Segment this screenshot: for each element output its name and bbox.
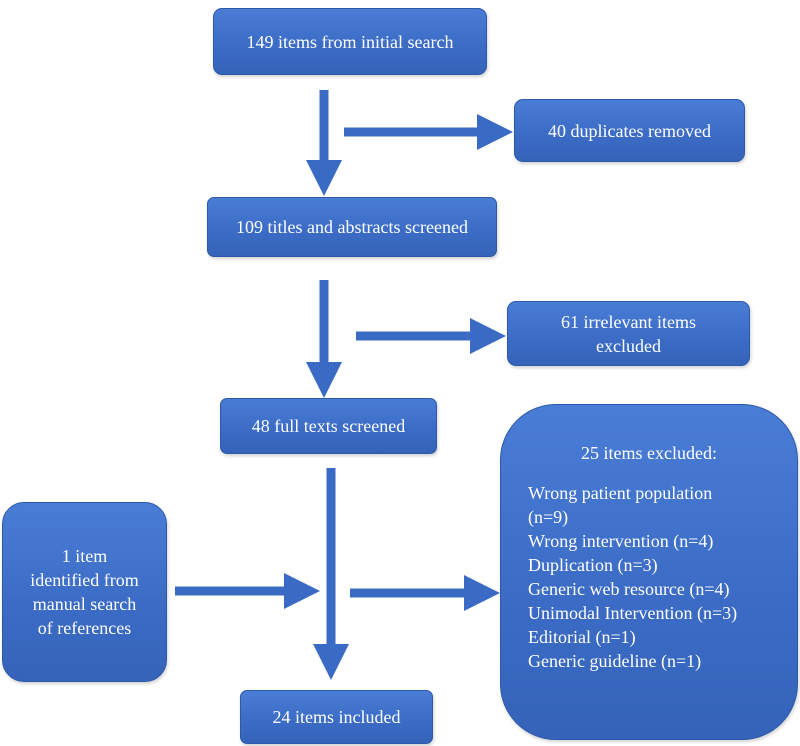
initial-search-label: 149 items from initial search: [246, 31, 454, 52]
manual-search-line-4: of references: [37, 618, 132, 638]
manual-search-line-3: manual search: [32, 594, 137, 614]
irrelevant-excluded-box: 61 irrelevant items excluded: [507, 301, 750, 366]
items-included-label: 24 items included: [272, 707, 401, 727]
items-included-box: 24 items included: [240, 690, 433, 744]
excluded-reason: (n=9): [528, 507, 569, 527]
excluded-reason: Duplication (n=3): [528, 555, 658, 575]
excluded-reason: Generic guideline (n=1): [528, 651, 702, 671]
titles-screened-box: 109 titles and abstracts screened: [207, 197, 497, 257]
duplicates-removed-label: 40 duplicates removed: [548, 120, 711, 141]
full-texts-label: 48 full texts screened: [251, 416, 406, 436]
manual-search-line-1: 1 item: [61, 546, 108, 566]
excluded-reasons-list: Wrong patient population (n=9) Wrong int…: [528, 481, 797, 673]
irrelevant-label-line-1: 61 irrelevant items: [561, 311, 696, 332]
titles-screened-label: 109 titles and abstracts screened: [236, 217, 468, 237]
manual-search-line-2: identified from: [30, 570, 139, 590]
manual-search-box: 1 item identified from manual search of …: [2, 502, 167, 682]
excluded-reason: Generic web resource (n=4): [528, 579, 730, 599]
full-texts-screened-box: 48 full texts screened: [220, 398, 437, 454]
excluded-title: 25 items excluded:: [581, 443, 717, 463]
excluded-reason: Unimodal Intervention (n=3): [528, 603, 738, 623]
duplicates-removed-box: 40 duplicates removed: [514, 99, 745, 162]
excluded-reasons-box: 25 items excluded: Wrong patient populat…: [500, 404, 798, 740]
irrelevant-label-line-2: excluded: [596, 335, 661, 356]
excluded-reason: Wrong intervention (n=4): [528, 531, 714, 551]
initial-search-box: 149 items from initial search: [213, 8, 487, 75]
excluded-reason: Wrong patient population: [528, 483, 713, 503]
excluded-reason: Editorial (n=1): [528, 627, 636, 647]
